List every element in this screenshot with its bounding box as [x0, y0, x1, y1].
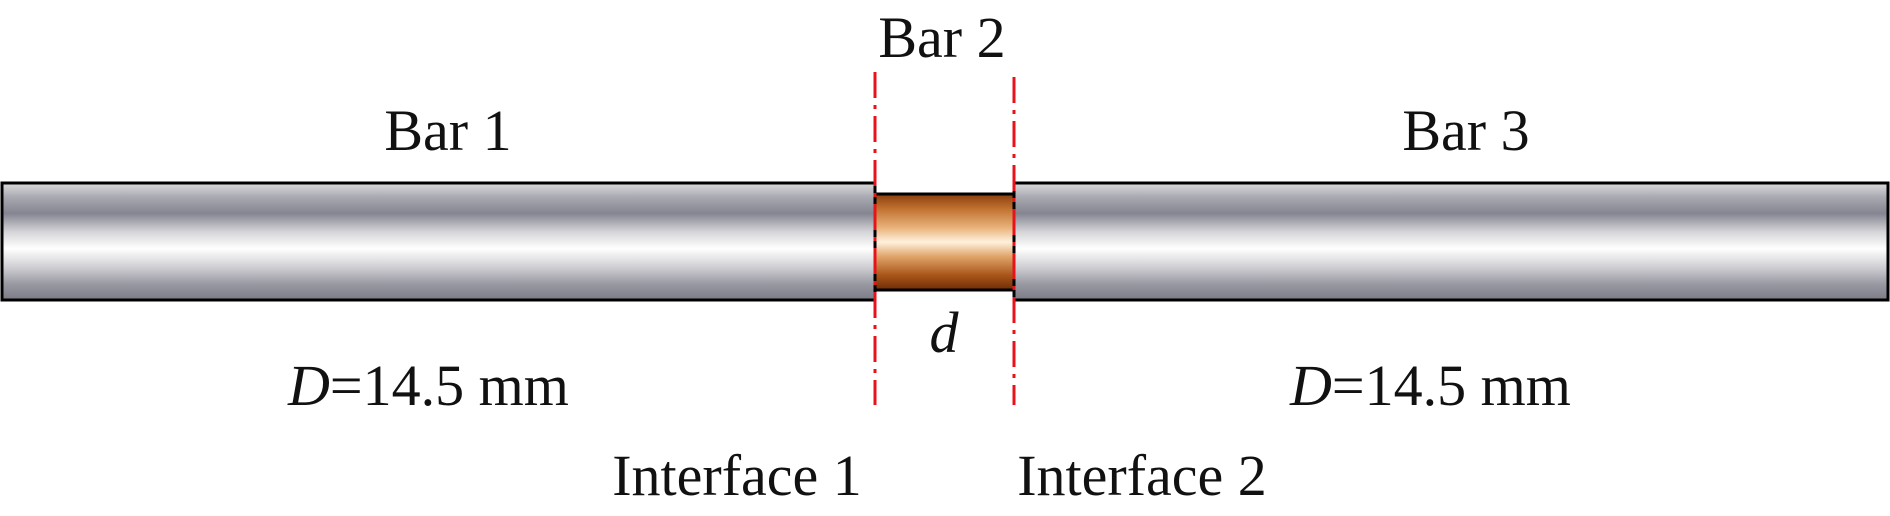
bar-1-label: Bar 1: [384, 98, 511, 163]
interface-2-label: Interface 2: [1017, 443, 1267, 508]
bar-1-body: [0, 181, 877, 302]
bar-3-body: [1012, 181, 1890, 302]
bar-1-diameter-value: =14.5 mm: [330, 353, 569, 418]
bar-2-label: Bar 2: [878, 5, 1005, 70]
bar-3-diameter-symbol: D: [1289, 353, 1332, 418]
bar-3-diameter-label: D=14.5 mm: [1289, 353, 1571, 418]
bar-1-diameter-label: D=14.5 mm: [287, 353, 569, 418]
interface-1-label: Interface 1: [612, 443, 862, 508]
bar-3-label: Bar 3: [1402, 98, 1529, 163]
bar-2-specimen: [873, 192, 1016, 292]
specimen-length-label: d: [930, 300, 960, 365]
bar-3-diameter-value: =14.5 mm: [1332, 353, 1571, 418]
bar-1-diameter-symbol: D: [287, 353, 330, 418]
